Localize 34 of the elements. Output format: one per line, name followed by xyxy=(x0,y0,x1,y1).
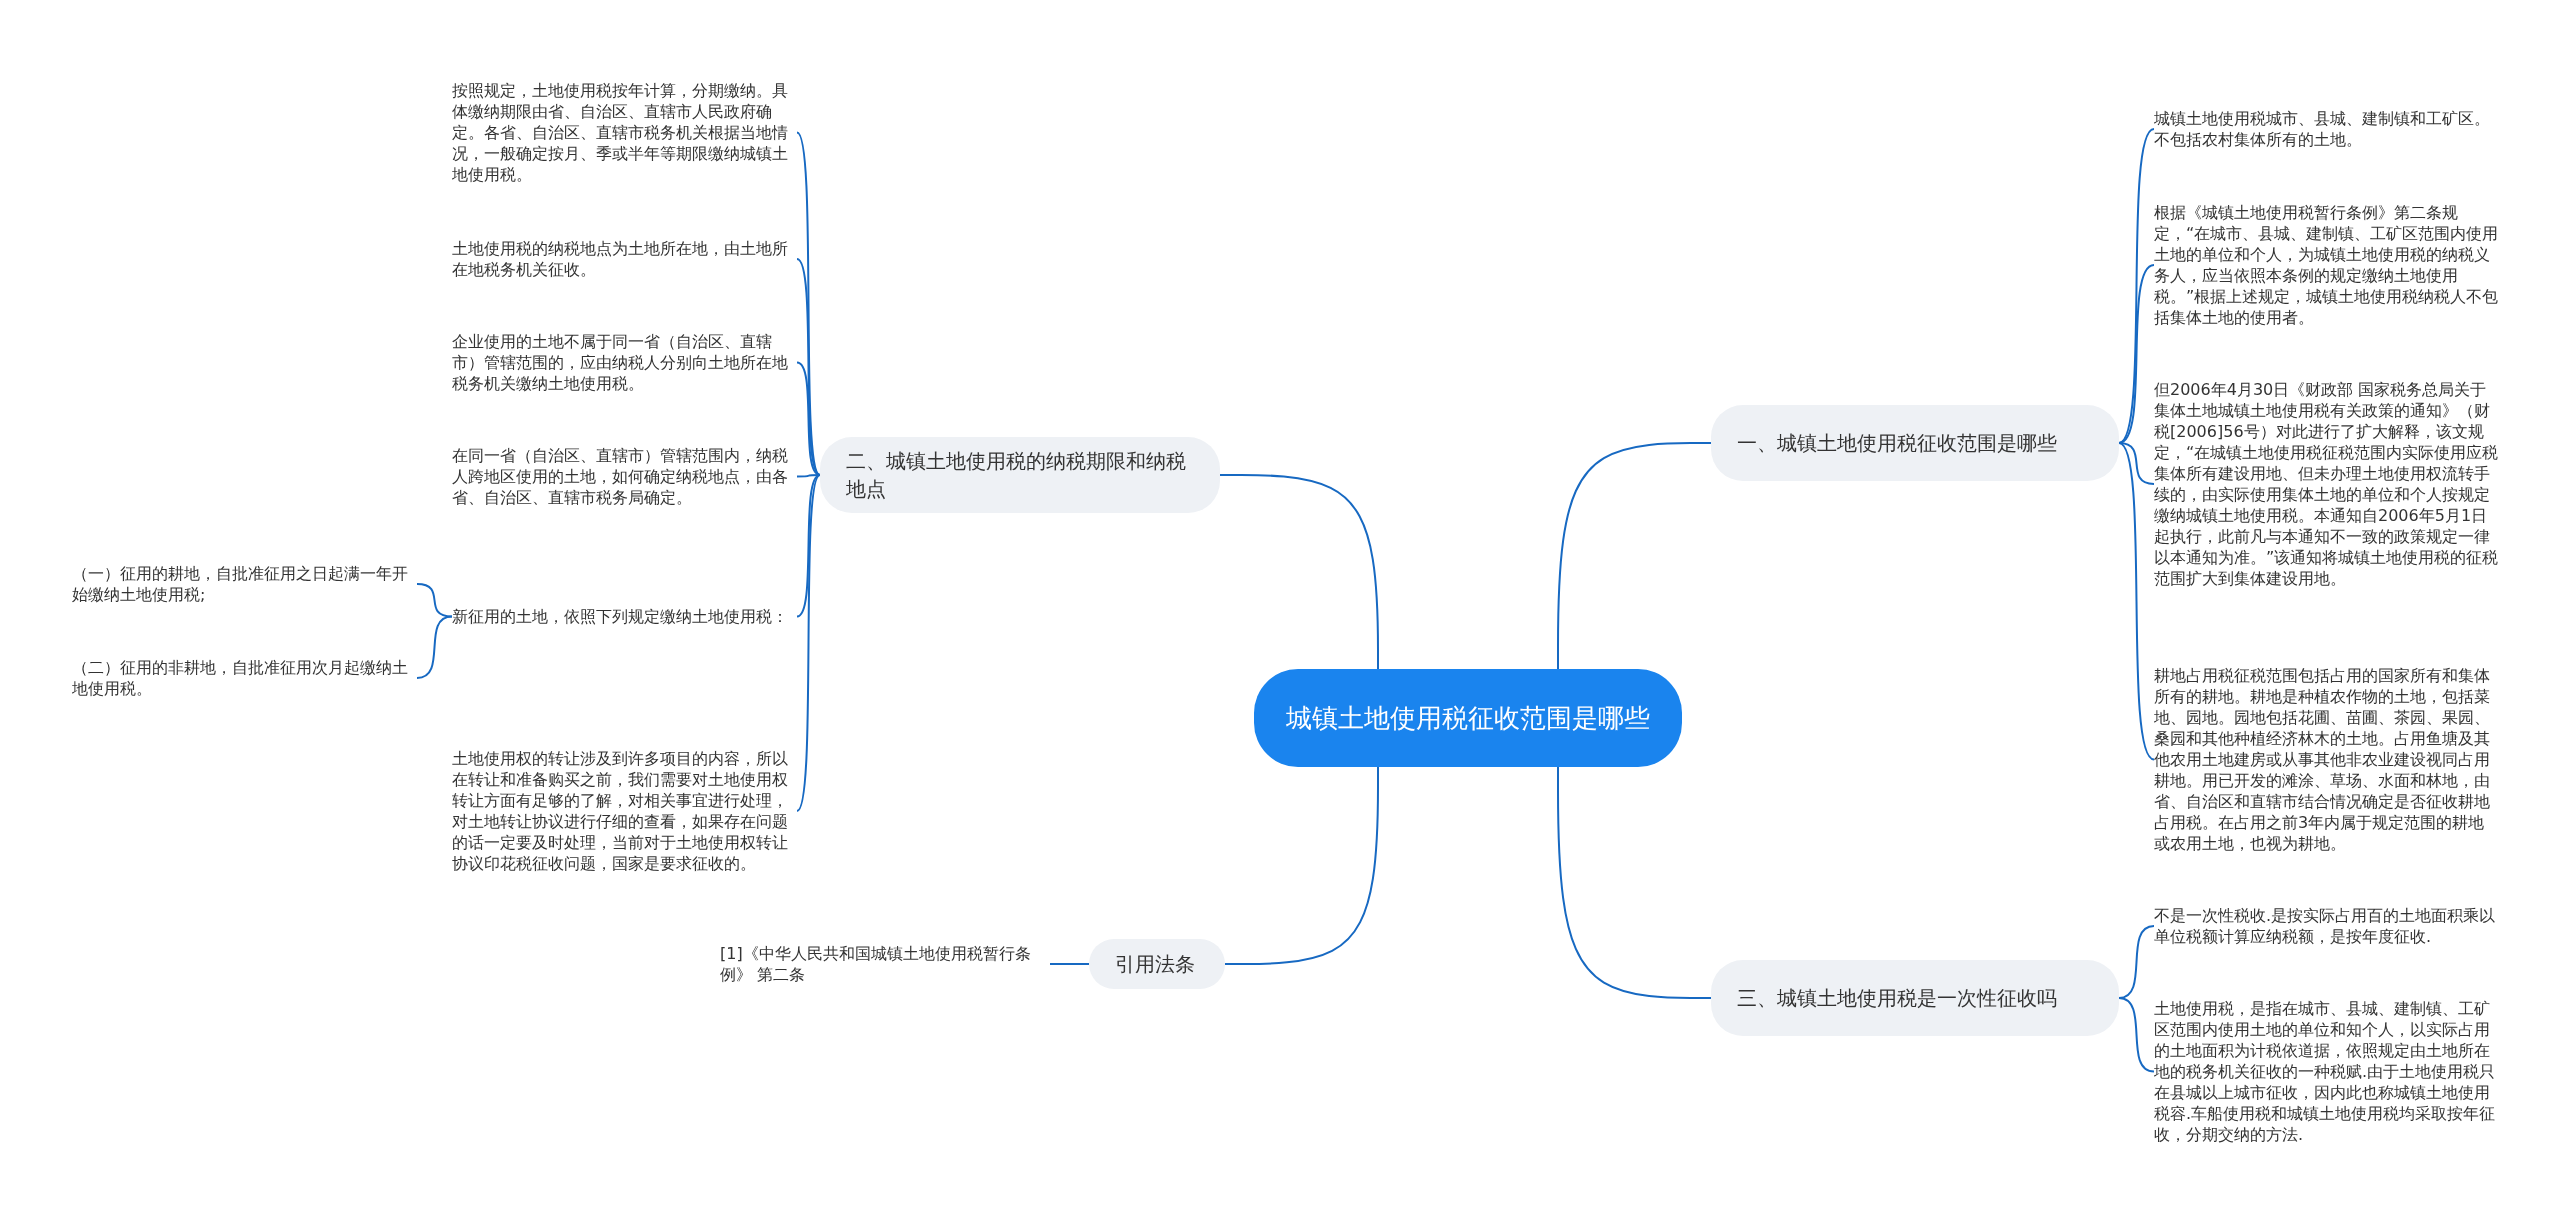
connector-line xyxy=(416,583,453,618)
connector-line xyxy=(416,615,453,679)
connector-line xyxy=(2118,442,2155,485)
connector-line xyxy=(1219,474,1379,670)
connector-line xyxy=(1557,442,1712,670)
note-text: （二）征用的非耕地，自批准征用次月起缴纳土地使用税。 xyxy=(72,657,417,699)
connector-line xyxy=(1557,766,1712,999)
note-text: 根据《城镇土地使用税暂行条例》第二条规定，“在城市、县城、建制镇、工矿区范围内使用土地的单位和个人，为城镇土地使用税的纳税义务人，应当依照本条例的规定缴纳土地使用税。”根据上述规定，城镇土地使用税纳税人不包括集体土地的使用者。 xyxy=(2154,202,2499,328)
branch-topic: 一、城镇土地使用税征收范围是哪些 xyxy=(1711,405,2119,481)
connector-line xyxy=(1049,963,1090,965)
note-text: 城镇土地使用税城市、县城、建制镇和工矿区。不包括农村集体所有的土地。 xyxy=(2154,108,2499,150)
connector-line xyxy=(1224,766,1379,965)
connector-line xyxy=(2118,442,2155,761)
connector-line xyxy=(796,258,821,476)
note-text: 但2006年4月30日《财政部 国家税务总局关于集体土地城镇土地使用税有关政策的通知》（财税[2006]56号）对此进行了扩大解释，该文规定，“在城镇土地使用税征税范围内实际使用应税集体所有建设用地、但未办理土地使用权流转手续的，由实际使用集体土地的单位和个人按规定缴纳城镇土地使用税。本通知自2006年5月1日起执行，此前凡与本通知不一致的政策规定一律以本通知为准。”该通知将城镇土地使用税的征税范围扩大到集体建设用地。 xyxy=(2154,379,2499,589)
note-text: 土地使用税，是指在城市、县城、建制镇、工矿区范围内使用土地的单位和知个人，以实际占用的土地面积为计税依道据，依照规定由土地所在地的税务机关征收的一种税赋.由于土地使用税只在县城以上城市征收，因内此也称城镇土地使用税容.车船使用税和城镇土地使用税均采取按年征收，分期交纳的方法. xyxy=(2154,998,2499,1145)
connector-line xyxy=(796,474,821,618)
note-text: 不是一次性税收.是按实际占用百的土地面积乘以单位税额计算应纳税额，是按年度征收. xyxy=(2154,905,2499,947)
note-text: 耕地占用税征税范围包括占用的国家所有和集体所有的耕地。耕地是种植农作物的土地，包括菜地、园地。园地包括花圃、苗圃、茶园、果园、桑园和其他种植经济林木的土地。占用鱼塘及其他农用土地建房或从事其他非农业建设视同占用耕地。用已开发的滩涂、草场、水面和林地，由省、自治区和直辖市结合情况确定是否征收耕地占用税。在占用之前3年内属于规定范围的耕地或农用土地，也视为耕地。 xyxy=(2154,665,2499,854)
branch-topic: 二、城镇土地使用税的纳税期限和纳税地点 xyxy=(820,437,1220,513)
note-text: （一）征用的耕地，自批准征用之日起满一年开始缴纳土地使用税; xyxy=(72,563,417,605)
note-text: 土地使用税的纳税地点为土地所在地，由土地所在地税务机关征收。 xyxy=(452,238,797,280)
note-text: 新征用的土地，依照下列规定缴纳土地使用税： xyxy=(452,606,797,627)
connector-line xyxy=(2118,264,2155,444)
note-text: [1]《中华人民共和国城镇土地使用税暂行条例》 第二条 xyxy=(720,943,1050,985)
connector-line xyxy=(796,474,821,812)
central-topic: 城镇土地使用税征收范围是哪些 xyxy=(1254,669,1682,767)
connector-line xyxy=(2118,997,2155,1073)
note-text: 企业使用的土地不属于同一省（自治区、直辖市）管辖范围的，应由纳税人分别向土地所在地税务机关缴纳土地使用税。 xyxy=(452,331,797,394)
note-text: 土地使用权的转让涉及到许多项目的内容，所以在转让和准备购买之前，我们需要对土地使用权转让方面有足够的了解，对相关事宜进行处理，对土地转让协议进行仔细的查看，如果存在问题的话一定要及时处理，当前对于土地使用权转让协议印花税征收问题，国家是要求征收的。 xyxy=(452,748,797,874)
note-text: 在同一省（自治区、直辖市）管辖范围内，纳税人跨地区使用的土地，如何确定纳税地点，由各省、自治区、直辖市税务局确定。 xyxy=(452,445,797,508)
branch-topic: 三、城镇土地使用税是一次性征收吗 xyxy=(1711,960,2119,1036)
branch-topic: 引用法条 xyxy=(1089,939,1225,989)
note-text: 按照规定，土地使用税按年计算，分期缴纳。具体缴纳期限由省、自治区、直辖市人民政府确定。各省、自治区、直辖市税务机关根据当地情况，一般确定按月、季或半年等期限缴纳城镇土地使用税。 xyxy=(452,80,797,185)
